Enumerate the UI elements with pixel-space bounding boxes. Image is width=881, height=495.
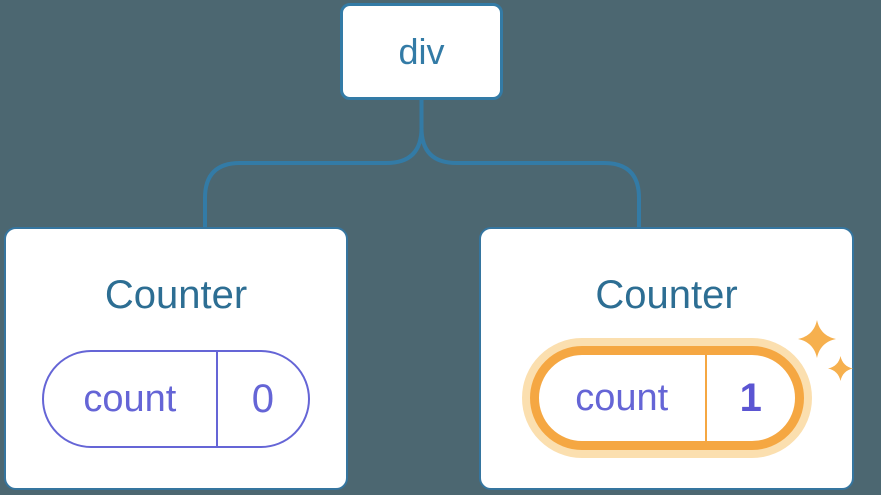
state-pill-row: count 0 [6, 350, 346, 448]
connector-branch-right [419, 100, 641, 227]
pill-divider [704, 355, 707, 441]
state-pill: count 0 [42, 350, 310, 448]
state-pill-row: count 1 [481, 346, 852, 450]
component-title: Counter [595, 273, 738, 317]
counter-card-right: Counter count 1 [479, 227, 854, 490]
component-title: Counter [104, 273, 248, 317]
pill-divider [215, 352, 218, 446]
root-node-label: div [398, 30, 445, 72]
state-pill-highlighted: count 1 [529, 346, 804, 450]
counter-card-left: Counter count 0 [4, 227, 348, 490]
sparkle-icon-small [828, 356, 854, 382]
sparkle-icon [798, 320, 854, 382]
root-node-div: div [340, 3, 503, 100]
connector-branch-left [203, 100, 424, 227]
state-value: 0 [251, 376, 274, 421]
state-value: 1 [739, 375, 762, 420]
sparkle-icon-large [798, 320, 836, 358]
state-name-label: count [83, 377, 177, 420]
state-name-label: count [575, 376, 669, 419]
